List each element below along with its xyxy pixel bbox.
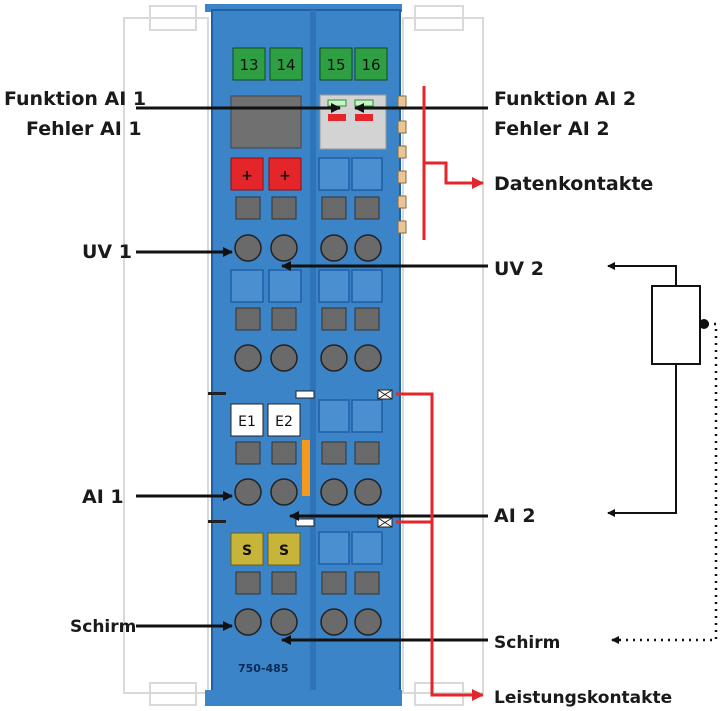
terminal-13: 13 [239, 56, 258, 74]
plus-mark-1: + [241, 168, 253, 184]
s-mark-1: S [242, 543, 252, 559]
connection-holes [234, 234, 382, 636]
led-error-ai2 [328, 114, 346, 121]
label-datenkontakte: Datenkontakte [494, 173, 653, 195]
resistor-symbol [651, 285, 701, 365]
led-error-ai1 [355, 114, 373, 121]
e2-mark: E2 [275, 414, 293, 430]
terminal-15: 15 [326, 56, 345, 74]
cell-panels [230, 157, 383, 565]
shield-dotted-line [611, 322, 718, 644]
terminal-14: 14 [276, 56, 295, 74]
terminal-16: 16 [361, 56, 380, 74]
leistungskontakte-bracket [396, 392, 484, 701]
label-uv1: UV 1 [82, 241, 132, 263]
channel-marks: E1 E2 S S [230, 403, 310, 566]
label-funktion-ai1: Funktion AI 1 [4, 88, 146, 110]
led-panel [230, 94, 387, 150]
label-fehler-ai1: Fehler AI 1 [26, 118, 142, 140]
led-function-ai2 [327, 99, 347, 107]
label-leistungskontakte: Leistungskontakte [494, 688, 672, 708]
power-contact-symbols [377, 389, 393, 528]
supply-plus-marks: + + [230, 157, 302, 191]
label-ai1: AI 1 [82, 486, 124, 508]
data-contact-pads [397, 95, 407, 234]
orange-bridge [302, 440, 310, 496]
ghost-module-right [402, 5, 484, 706]
callout-arrows [136, 103, 488, 645]
ghost-module-left [123, 5, 209, 706]
label-schirm-left: Schirm [70, 617, 136, 637]
terminal-labels: 13 14 15 16 [232, 47, 388, 81]
label-ai2: AI 2 [494, 505, 536, 527]
e1-mark: E1 [238, 414, 256, 430]
model-number: 750-485 [238, 662, 289, 675]
label-uv2: UV 2 [494, 258, 544, 280]
plus-mark-2: + [279, 168, 291, 184]
datenkontakte-bracket [422, 86, 484, 240]
side-notches [208, 390, 315, 527]
s-mark-2: S [279, 543, 289, 559]
label-schirm-right: Schirm [494, 633, 560, 653]
led-function-ai1 [354, 99, 374, 107]
release-squares [235, 196, 380, 595]
potentiometer-schematic [607, 262, 718, 644]
label-funktion-ai2: Funktion AI 2 [494, 88, 636, 110]
label-fehler-ai2: Fehler AI 2 [494, 118, 610, 140]
